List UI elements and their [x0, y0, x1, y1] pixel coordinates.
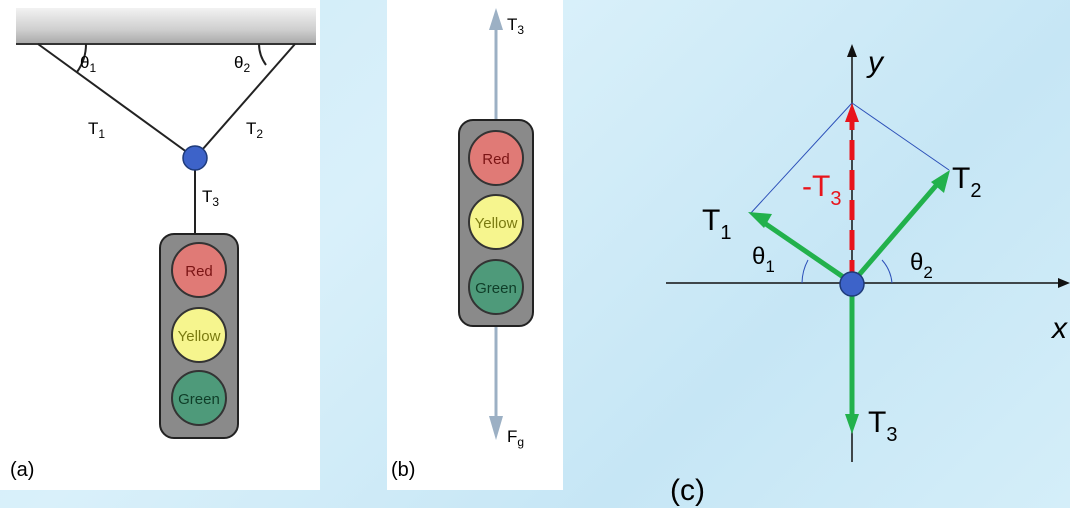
cable-t2 [194, 43, 296, 159]
t2-arrowhead [931, 170, 950, 193]
green-light [468, 259, 524, 315]
t3-label: T3 [507, 15, 524, 37]
panel-b: Red Yellow Green T3 Fg (b) [387, 0, 563, 490]
knot [839, 271, 865, 297]
panel-c-tag: (c) [670, 474, 705, 507]
t1-label: T1 [88, 119, 105, 141]
yellow-light-label: Yellow [475, 215, 518, 232]
y-axis-arrow [847, 44, 857, 57]
panel-c-diagram: y x T1 T2 T3 -T3 θ1 θ2 (c) [666, 44, 1070, 507]
theta1-label: θ1 [752, 243, 775, 276]
theta1-arc [801, 259, 809, 284]
t1-vector [758, 217, 854, 286]
knot [182, 145, 208, 171]
x-axis-label: x [1050, 312, 1068, 345]
green-light-label: Green [178, 391, 220, 408]
t3-arrow-head [489, 8, 503, 30]
panel-b-tag: (b) [391, 459, 415, 481]
ceiling [16, 8, 316, 44]
yellow-light [468, 194, 524, 250]
red-light [468, 130, 524, 186]
theta1-label: θ1 [80, 53, 96, 75]
construction-line-left [749, 102, 853, 215]
theta2-label: θ2 [910, 249, 933, 282]
panel-a-diagram: θ1 θ2 T1 T2 T3 Red Yellow Green (a) [10, 8, 316, 481]
t3-arrowhead [845, 414, 859, 434]
panel-b-diagram: Red Yellow Green T3 Fg (b) [391, 8, 534, 481]
green-light-label: Green [475, 280, 517, 297]
x-axis-arrow [1058, 278, 1070, 288]
panel-a-tag: (a) [10, 459, 34, 481]
t1-label: T1 [702, 204, 731, 244]
fg-label: Fg [507, 427, 524, 449]
yellow-light [171, 307, 227, 363]
cable-t1 [37, 43, 196, 159]
panel-a: θ1 θ2 T1 T2 T3 Red Yellow Green (a) [0, 0, 320, 490]
t1-arrowhead [748, 212, 772, 228]
red-light [171, 242, 227, 298]
theta1-arc [76, 43, 88, 73]
construction-line-right [851, 102, 950, 171]
t3-label: T3 [868, 406, 897, 446]
theta2-arc [881, 259, 893, 284]
t2-vector [850, 179, 942, 285]
green-light [171, 370, 227, 426]
y-axis-label: y [866, 46, 885, 79]
t2-label: T2 [246, 119, 263, 141]
t2-label: T2 [952, 162, 981, 202]
theta2-label: θ2 [234, 53, 250, 75]
fg-arrow-head [489, 416, 503, 440]
t3-label: T3 [202, 187, 219, 209]
theta2-arc [258, 43, 267, 66]
neg-t3-arrowhead [845, 103, 859, 122]
neg-t3-label: -T3 [802, 170, 841, 210]
red-light-label: Red [185, 263, 213, 280]
red-light-label: Red [482, 151, 510, 168]
yellow-light-label: Yellow [178, 328, 221, 345]
